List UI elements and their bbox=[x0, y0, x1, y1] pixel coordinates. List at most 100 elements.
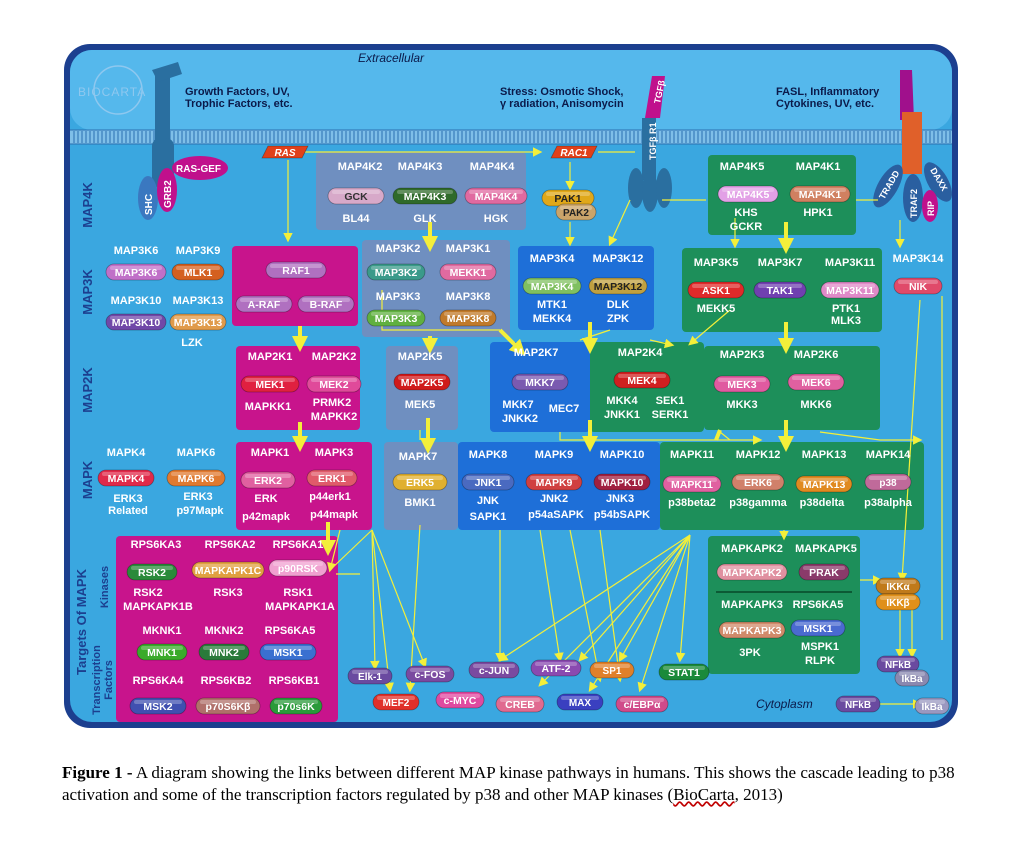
node-shape-elk1 bbox=[347, 667, 393, 685]
daxx-shape bbox=[924, 162, 952, 202]
label-mekk4: MEKK4 bbox=[533, 313, 572, 325]
node-highlight-cebpa bbox=[620, 698, 664, 702]
label-prmk2: PRMK2 bbox=[313, 397, 352, 409]
label-h-map2k4: MAP2K4 bbox=[618, 347, 664, 359]
label-lzk: LZK bbox=[181, 337, 202, 349]
node-highlight-map3k13 bbox=[174, 316, 222, 320]
node-mnk2: MNK2 bbox=[198, 643, 250, 661]
node-label-prak: PRAK bbox=[809, 567, 839, 579]
node-shape-map3k3 bbox=[366, 309, 426, 327]
node-highlight-mek2 bbox=[311, 378, 357, 382]
node-map2k5: MAP2K5 bbox=[393, 373, 451, 391]
node-highlight-elk1 bbox=[352, 670, 388, 674]
node-highlight-p38 bbox=[869, 476, 907, 480]
node-ask1: ASK1 bbox=[687, 281, 745, 299]
node-highlight-cjun bbox=[473, 664, 515, 668]
node-highlight-map3k2 bbox=[371, 266, 421, 270]
node-highlight-cmyc bbox=[440, 694, 480, 698]
node-label-map3k8: MAP3K8 bbox=[447, 313, 490, 325]
node-highlight-p90rsk bbox=[273, 562, 323, 566]
node-label-mek1: MEK1 bbox=[255, 379, 284, 391]
node-highlight-mef2 bbox=[377, 696, 415, 700]
node-shape-max bbox=[556, 693, 604, 711]
node-shape-creb bbox=[495, 695, 545, 713]
node-label-map3k10: MAP3K10 bbox=[112, 317, 161, 329]
label-sek1: SEK1 bbox=[656, 395, 685, 407]
node-shape-mapk10 bbox=[593, 473, 651, 491]
node-mef2: MEF2 bbox=[372, 693, 420, 711]
label-p38alpha: p38alpha bbox=[864, 497, 913, 509]
figure-caption-citation: BioCarta bbox=[673, 785, 735, 804]
node-highlight-mapk11 bbox=[667, 478, 717, 482]
node-label-braf: B-RAF bbox=[310, 299, 343, 311]
node-map4k3: MAP4K3 bbox=[392, 187, 458, 205]
growth-factors-line1: Growth Factors, UV, bbox=[185, 86, 290, 98]
node-label-map3k12: MAP3K12 bbox=[594, 281, 643, 293]
node-label-msk2: MSK2 bbox=[143, 701, 172, 713]
label-h-mapkapk3: MAPKAPK3 bbox=[721, 599, 783, 611]
label-h-map2k5: MAP2K5 bbox=[398, 351, 443, 363]
node-shape-map3k10 bbox=[105, 313, 167, 331]
node-highlight-msk1 bbox=[264, 646, 312, 650]
node-highlight-creb bbox=[500, 698, 540, 702]
label-hpk1: HPK1 bbox=[803, 207, 832, 219]
node-label-p90rsk: p90RSK bbox=[278, 563, 319, 575]
node-label-mapk11: MAPK11 bbox=[671, 479, 713, 491]
node-highlight-raf1 bbox=[270, 264, 322, 268]
fasl-line2: Cytokines, UV, etc. bbox=[776, 98, 874, 110]
node-highlight-araf bbox=[240, 298, 288, 302]
node-label-ikkb: IKKβ bbox=[886, 598, 909, 609]
node-highlight-mlk1 bbox=[176, 266, 220, 270]
node-cfos: c-FOS bbox=[405, 665, 455, 683]
side-label-map4k: MAP4K bbox=[80, 182, 95, 228]
node-highlight-rsk2 bbox=[131, 566, 173, 570]
node-map3k12: MAP3K12 bbox=[588, 277, 648, 295]
node-shape-mapk9 bbox=[525, 473, 583, 491]
node-label-jnk1: JNK1 bbox=[475, 477, 502, 489]
node-shape-gck bbox=[327, 187, 385, 205]
node-msk1: MSK1 bbox=[259, 643, 317, 661]
node-label-nfkb2: NFkB bbox=[845, 700, 871, 711]
label-h-rps6ka4: RPS6KA4 bbox=[133, 675, 185, 687]
node-label-pak2: PAK2 bbox=[563, 208, 589, 219]
node-shape-braf bbox=[297, 295, 355, 313]
node-shape-rsk2 bbox=[126, 563, 178, 581]
cytoplasm-label: Cytoplasm bbox=[756, 697, 813, 711]
node-shape-nik bbox=[893, 277, 943, 295]
node-highlight-ikba2 bbox=[919, 700, 945, 704]
node-mek1: MEK1 bbox=[240, 375, 300, 393]
label-h-map3k14: MAP3K14 bbox=[893, 253, 945, 265]
label-mlk3: MLK3 bbox=[831, 315, 861, 327]
node-shape-cfos bbox=[405, 665, 455, 683]
node-map3k4: MAP3K4 bbox=[522, 277, 582, 295]
node-shape-ikba bbox=[894, 669, 930, 687]
label-h-map2k6: MAP2K6 bbox=[794, 349, 839, 361]
fas-receptor bbox=[900, 70, 922, 174]
label-h-map3k6: MAP3K6 bbox=[114, 245, 159, 257]
node-p38: p38 bbox=[864, 473, 912, 491]
label-mapkk2: MAPKK2 bbox=[311, 411, 357, 423]
stress-line1: Stress: Osmotic Shock, bbox=[500, 86, 624, 98]
node-highlight-pak1 bbox=[546, 192, 590, 196]
label-h-mapk8: MAPK8 bbox=[469, 449, 508, 461]
traf2-label: TRAF2 bbox=[909, 189, 919, 218]
label-bl44: BL44 bbox=[343, 213, 371, 225]
label-h-map3k11: MAP3K11 bbox=[825, 257, 875, 269]
node-shape-map3k4 bbox=[522, 277, 582, 295]
node-shape-p70s6k bbox=[269, 697, 323, 715]
growth-factors-line2: Trophic Factors, etc. bbox=[185, 98, 293, 110]
node-pak2: PAK2 bbox=[555, 203, 597, 221]
node-map3k11: MAP3K11 bbox=[820, 281, 880, 299]
node-shape-map2k5 bbox=[393, 373, 451, 391]
node-nfkb: NFkB bbox=[876, 655, 920, 673]
label-h-mapkapk2: MAPKAPK2 bbox=[721, 543, 783, 555]
shc-shape bbox=[138, 176, 158, 220]
node-shape-ikkb bbox=[875, 593, 921, 611]
node-shape-mapkapk3 bbox=[718, 621, 786, 639]
label-h-mapk14: MAPK14 bbox=[866, 449, 912, 461]
node-highlight-erk6 bbox=[736, 476, 780, 480]
label-sapk1: SAPK1 bbox=[470, 511, 507, 523]
node-label-elk1: Elk-1 bbox=[358, 672, 382, 683]
label-rlpk: RLPK bbox=[805, 655, 835, 667]
node-highlight-p70s6k bbox=[274, 700, 318, 704]
